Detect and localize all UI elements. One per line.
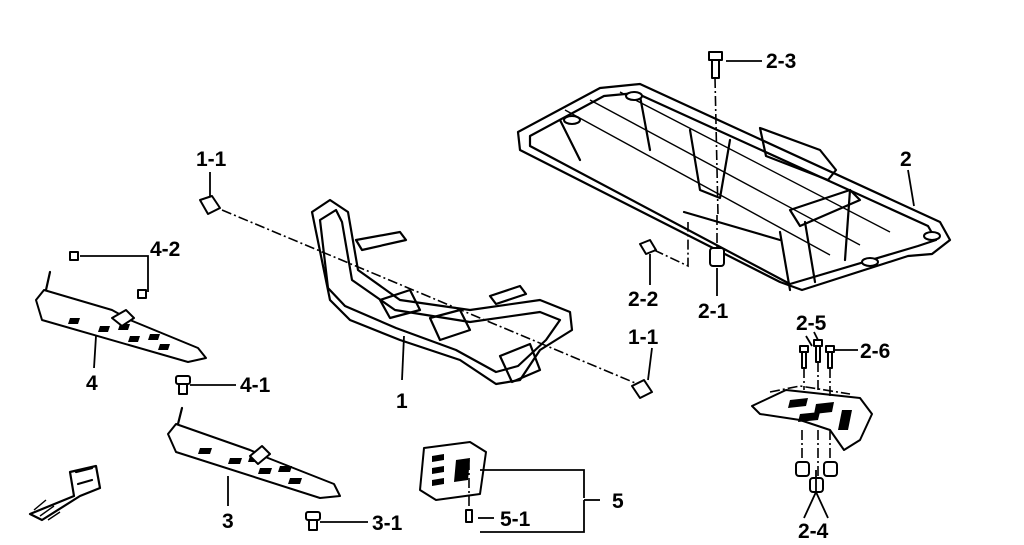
bolt-3-1	[305, 511, 321, 531]
label-2-3: 2-3	[766, 50, 796, 73]
label-2-4: 2-4	[798, 520, 829, 543]
label-3: 3	[222, 510, 234, 533]
leader-lines	[80, 60, 915, 533]
clip-4-2	[69, 251, 147, 299]
spacers-2-4	[795, 461, 838, 493]
footrest-part-4	[35, 270, 207, 363]
label-5-1: 5-1	[500, 508, 531, 531]
label-5: 5	[612, 490, 624, 513]
label-1-1-top: 1-1	[196, 148, 227, 171]
spacer-2-1	[709, 215, 725, 267]
label-3-1: 3-1	[372, 512, 403, 535]
bolt-1-1-left	[199, 195, 221, 215]
front-rack-part-1	[310, 198, 574, 386]
label-2-6: 2-6	[860, 340, 890, 363]
bolt-4-1	[175, 375, 191, 395]
dashes-bracket	[801, 362, 831, 478]
label-1: 1	[396, 390, 408, 413]
bolt-2-6	[825, 345, 835, 369]
bolt-2-2	[639, 222, 689, 268]
label-2-5: 2-5	[796, 312, 827, 335]
label-2: 2	[900, 148, 912, 171]
label-2-2: 2-2	[628, 288, 658, 311]
label-4-2: 4-2	[150, 238, 180, 261]
rear-bracket	[751, 385, 873, 451]
footrest-part-3	[167, 406, 341, 499]
label-4-1: 4-1	[240, 374, 271, 397]
bolt-2-3	[708, 51, 723, 216]
bolt-axis-line	[221, 209, 641, 386]
label-2-1: 2-1	[698, 300, 729, 323]
front-f-arrow-icon	[28, 464, 102, 522]
label-1-1-right: 1-1	[628, 326, 659, 349]
bolt-1-1-right	[631, 379, 653, 399]
plate-part-5	[419, 441, 487, 523]
label-4: 4	[86, 372, 98, 395]
rear-rack-part-2	[516, 82, 952, 292]
